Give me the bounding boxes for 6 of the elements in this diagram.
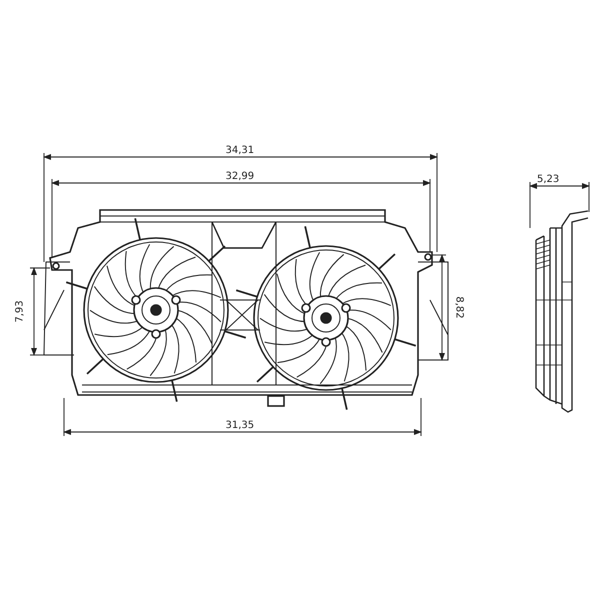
- dimension-label: 8,82: [454, 296, 465, 318]
- dimension-label: 34,31: [226, 145, 254, 156]
- dimension-label: 5,23: [537, 174, 560, 185]
- dimension-label: 31,35: [226, 420, 254, 431]
- dimension-label: 32,99: [226, 171, 254, 182]
- dimension-label: 7,93: [14, 300, 26, 322]
